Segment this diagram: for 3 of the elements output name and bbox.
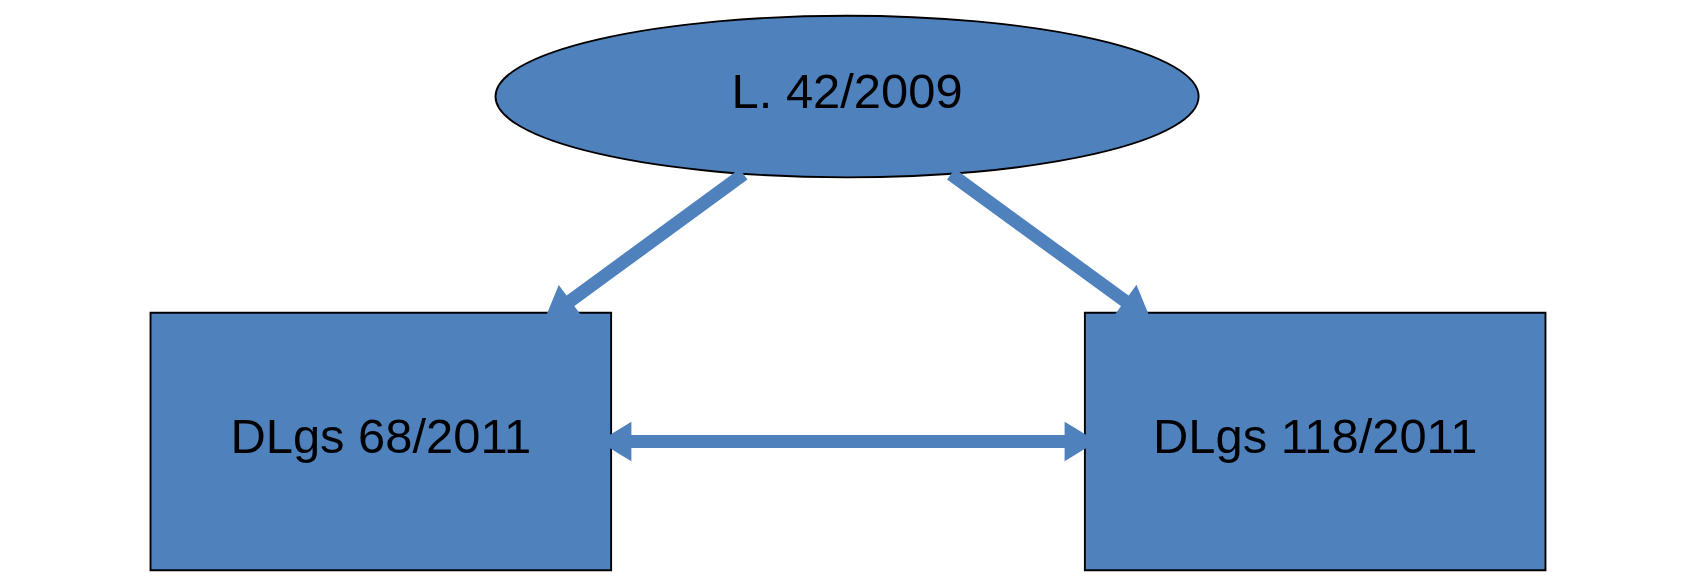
node-box: DLgs 118/2011 [1083, 311, 1547, 572]
node-box: DLgs 68/2011 [149, 311, 613, 572]
node-ellipse: L. 42/2009 [494, 14, 1200, 179]
